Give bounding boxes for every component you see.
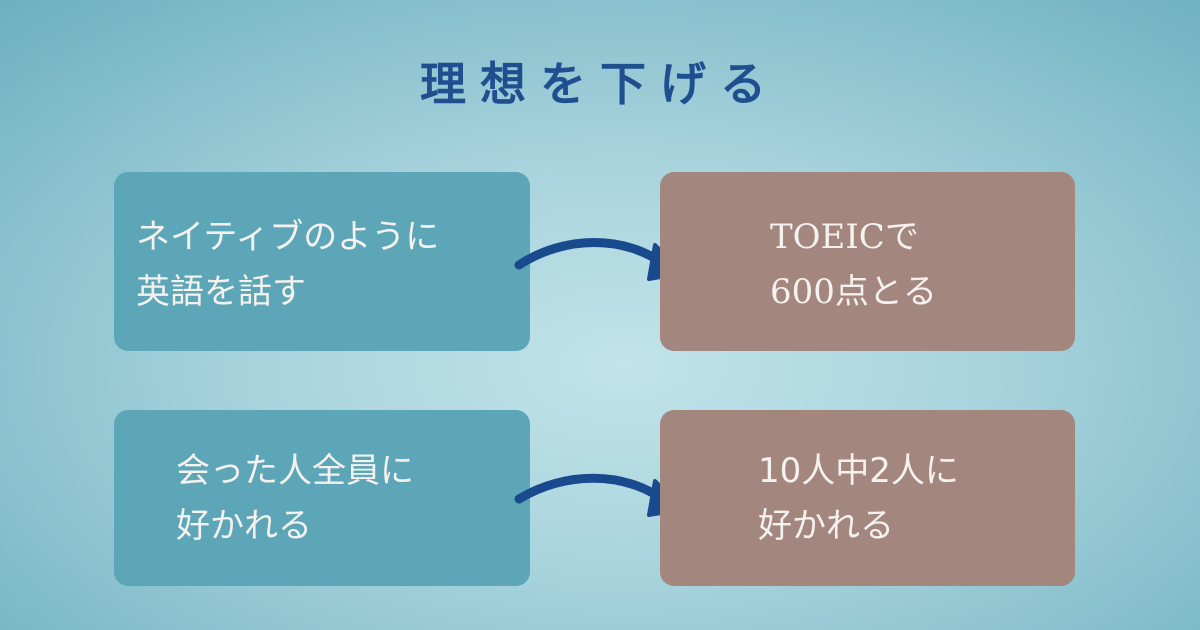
realistic-box-1-line1: TOEICで	[770, 217, 919, 257]
page-title: 理想を下げる	[420, 57, 780, 111]
ideal-box-1-line2: 英語を話す	[136, 272, 306, 312]
realistic-box-2-line1: 10人中2人に	[758, 451, 959, 491]
ideal-box-2-line1: 会った人全員に	[176, 451, 414, 491]
realistic-box-1-line2: 600点とる	[770, 272, 937, 312]
ideal-box-2-line2: 好かれる	[176, 506, 312, 546]
ideal-box-2: 会った人全員に 好かれる	[114, 410, 530, 586]
ideal-box-1-line1: ネイティブのように	[136, 217, 440, 257]
ideal-box-1: ネイティブのように 英語を話す	[114, 172, 530, 351]
realistic-box-2: 10人中2人に 好かれる	[660, 410, 1075, 586]
realistic-box-1: TOEICで 600点とる	[660, 172, 1075, 351]
realistic-box-2-line2: 好かれる	[758, 506, 894, 546]
